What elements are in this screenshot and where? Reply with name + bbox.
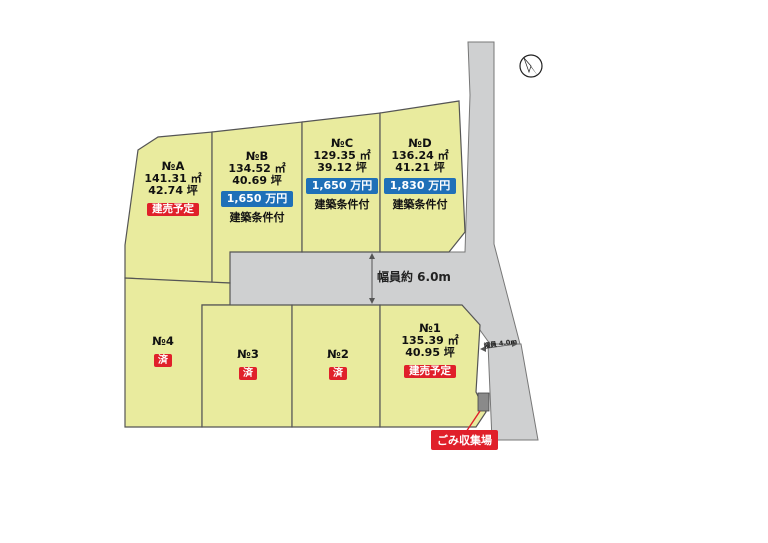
garbage-area-label: ごみ収集場 xyxy=(431,430,498,450)
lot-d-label: №D 136.24 ㎡ 41.21 坪 1,830 万円 建築条件付 xyxy=(382,137,458,211)
lot-1-area-tsubo: 40.95 坪 xyxy=(405,346,455,360)
lot-1-status-badge: 建売予定 xyxy=(404,364,456,379)
lot-1-area-m2: 135.39 ㎡ xyxy=(401,333,459,347)
lot-1-number: №1 xyxy=(419,321,441,335)
lot-c-label: №C 129.35 ㎡ 39.12 坪 1,650 万円 建築条件付 xyxy=(304,137,380,211)
north-arrow-icon xyxy=(519,54,543,78)
lot-4-number: №4 xyxy=(152,334,174,348)
lot-d-number: №D xyxy=(408,136,432,150)
garbage-collection-box xyxy=(477,392,490,412)
lot-a-number: №A xyxy=(161,159,185,173)
lot-1-label: №1 135.39 ㎡ 40.95 坪 建売予定 xyxy=(394,321,466,379)
lot-b-area-m2: 134.52 ㎡ xyxy=(228,161,286,175)
lot-d-area-tsubo: 41.21 坪 xyxy=(395,161,445,175)
lot-a-area-tsubo: 42.74 坪 xyxy=(148,184,198,198)
lot-b-number: №B xyxy=(245,149,269,163)
lot-b-label: №B 134.52 ㎡ 40.69 坪 1,650 万円 建築条件付 xyxy=(216,150,298,224)
lot-4-status-badge: 済 xyxy=(154,353,172,368)
lot-d[interactable] xyxy=(379,100,466,253)
lot-2-label: №2 済 xyxy=(315,347,361,381)
lot-a-label: №A 141.31 ㎡ 42.74 坪 建売予定 xyxy=(140,159,206,217)
lot-c-area-m2: 129.35 ㎡ xyxy=(313,148,371,162)
road-width-label: 幅員約 6.0m xyxy=(377,270,451,284)
side-road-width-dimension xyxy=(480,341,518,352)
lot-b-condition: 建築条件付 xyxy=(229,210,285,224)
side-road xyxy=(487,343,539,441)
lot-2-status-badge: 済 xyxy=(329,366,347,381)
lot-a-status-badge: 建売予定 xyxy=(147,202,199,217)
lot-a-area-m2: 141.31 ㎡ xyxy=(144,171,202,185)
lot-4-label: №4 済 xyxy=(140,334,186,368)
lot-c-condition: 建築条件付 xyxy=(314,197,370,211)
lot-3-status-badge: 済 xyxy=(239,366,257,381)
lot-d-condition: 建築条件付 xyxy=(392,197,448,211)
lot-d-area-m2: 136.24 ㎡ xyxy=(391,148,449,162)
lot-3-label: №3 済 xyxy=(225,347,271,381)
lot-b-price-badge: 1,650 万円 xyxy=(220,190,294,207)
lot-c-number: №C xyxy=(330,136,354,150)
lot-c-area-tsubo: 39.12 坪 xyxy=(317,161,367,175)
lot-3-number: №3 xyxy=(237,347,259,361)
garbage-leader-line xyxy=(465,410,481,433)
lot-c-price-badge: 1,650 万円 xyxy=(305,177,379,194)
road-width-dimension xyxy=(369,253,375,304)
lot-2-number: №2 xyxy=(327,347,349,361)
lot-d-price-badge: 1,830 万円 xyxy=(383,177,457,194)
lot-b-area-tsubo: 40.69 坪 xyxy=(232,174,282,188)
